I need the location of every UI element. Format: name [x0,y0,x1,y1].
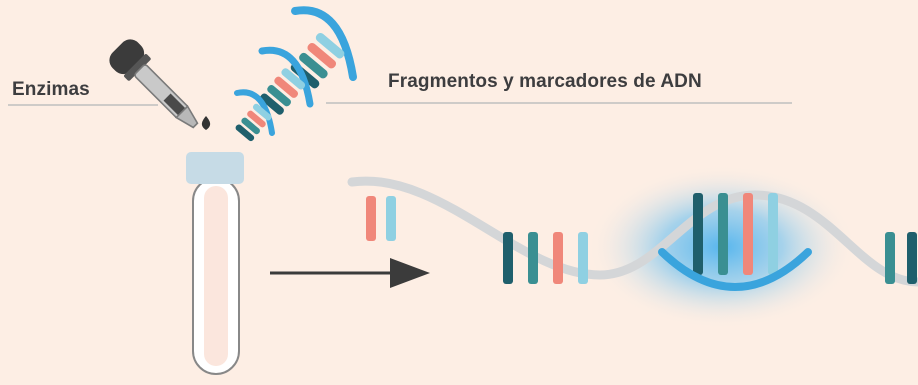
pipette-icon [109,39,211,130]
dna-fragment-icon-medium [258,46,314,115]
dna-strand [347,165,918,329]
base-pair-lightblue-3 [768,193,778,275]
arrow-right-icon [270,258,430,288]
base-pair-teal-1 [528,232,538,284]
base-pair-darkteal-3 [907,232,917,284]
base-pair-teal-2 [718,193,728,275]
base-pair-teal-3 [885,232,895,284]
fragments-label: Fragmentos y marcadores de ADN [388,71,702,92]
dna-backbone [347,176,918,287]
enzyme-drop [201,116,211,130]
enzymes-label: Enzimas [12,79,90,100]
base-pair-salmon-2 [553,232,563,284]
dna-fragment-icon-large [290,6,357,89]
base-pair-lightblue-1 [386,196,396,241]
base-pair-darkteal-1 [503,232,513,284]
bound-marker-arc [658,248,812,291]
test-tube-icon [186,152,244,375]
base-pair-salmon-1 [366,196,376,241]
base-pair-lightblue-2 [578,232,588,284]
base-pair-salmon-3 [743,193,753,275]
base-pair-darkteal-2 [693,193,703,275]
dna-fragment-icon-small [234,89,275,142]
